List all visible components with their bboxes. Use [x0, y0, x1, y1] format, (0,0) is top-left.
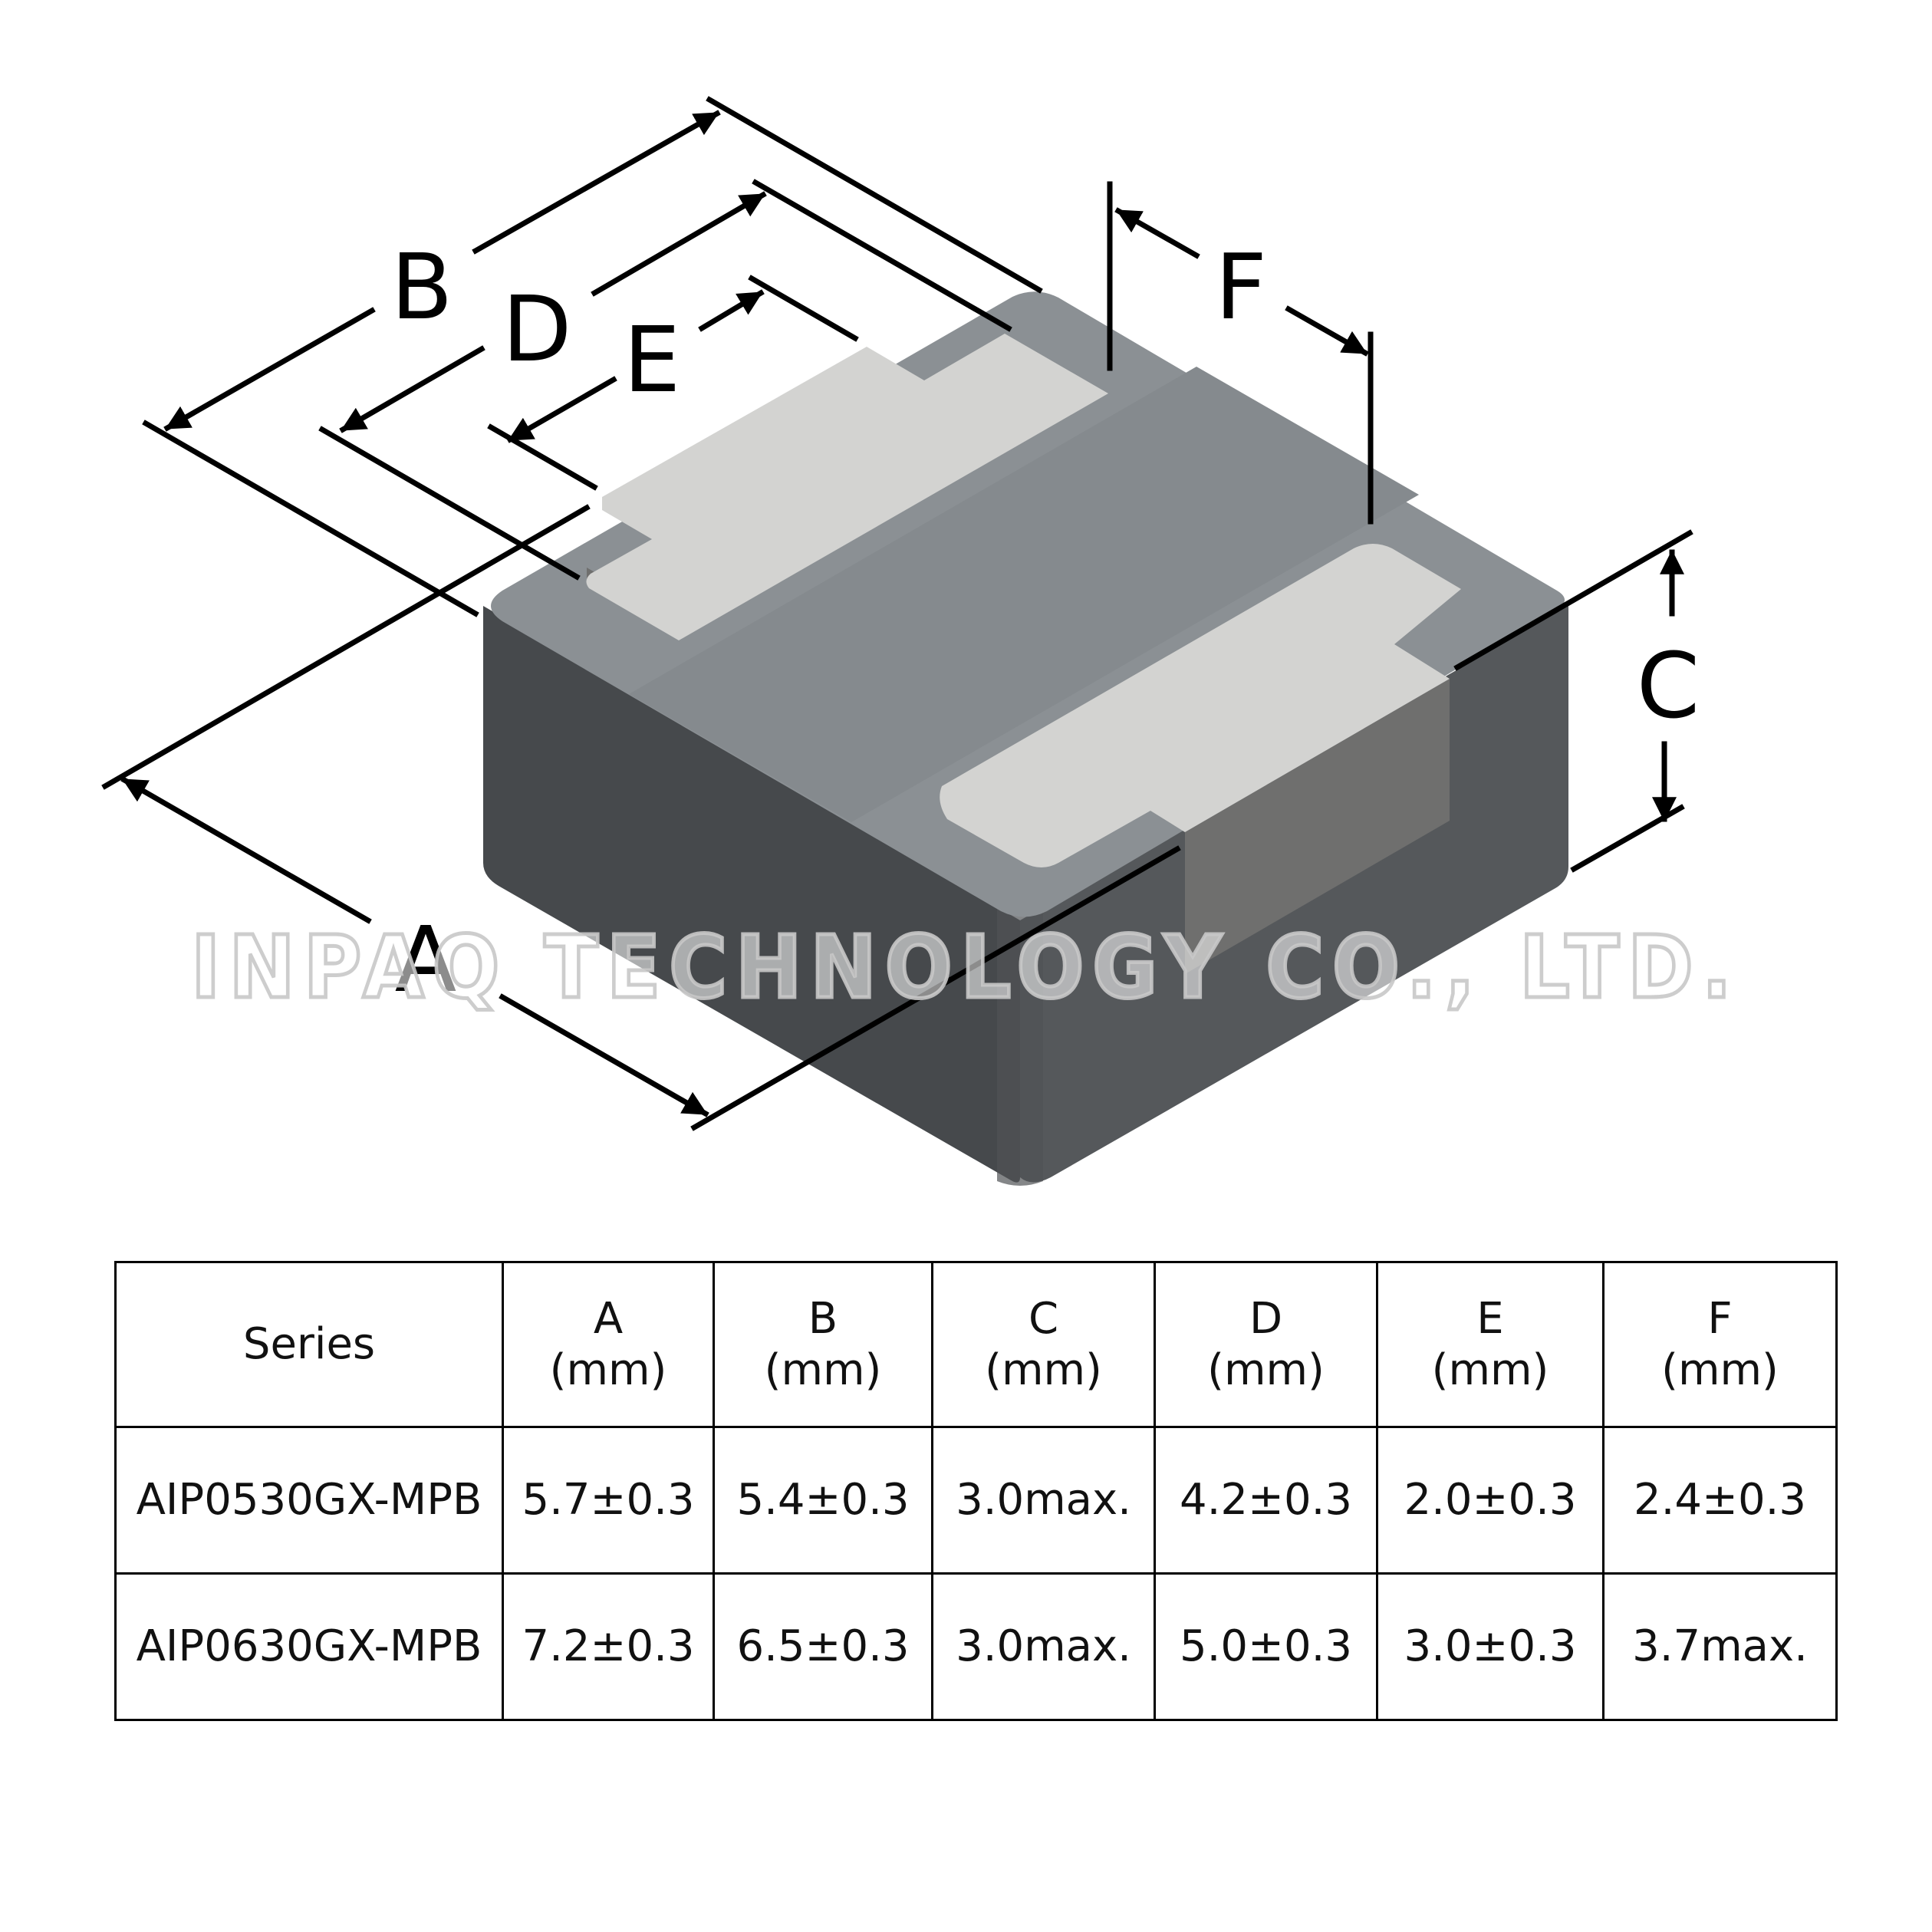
- value-cell-d: 4.2±0.3: [1154, 1426, 1378, 1575]
- value-cell-f: 2.4±0.3: [1602, 1426, 1838, 1575]
- header-unit: (mm): [1661, 1345, 1779, 1395]
- d-extension-right: [752, 179, 1012, 332]
- value-cell-e: 3.0±0.3: [1376, 1572, 1605, 1721]
- value-cell-a: 5.7±0.3: [502, 1426, 715, 1575]
- b-extension-right: [706, 96, 1043, 294]
- value-cell-e: 2.0±0.3: [1376, 1426, 1605, 1575]
- d-dimension-line-2: [591, 191, 767, 297]
- value-cell-c: 3.0max.: [931, 1426, 1156, 1575]
- b-dimension-line-1: [163, 307, 376, 432]
- header-cell-e: E(mm): [1376, 1261, 1605, 1428]
- header-unit: (mm): [549, 1345, 667, 1395]
- f-dimension-line-1: [1114, 207, 1200, 259]
- b-extension-left: [142, 420, 479, 617]
- dimension-label-a: A: [395, 907, 457, 1012]
- header-cell-c: C(mm): [931, 1261, 1156, 1428]
- value-cell-f: 3.7max.: [1602, 1572, 1838, 1721]
- a-extension-left: [101, 504, 591, 790]
- dimension-label-b: B: [391, 234, 453, 340]
- header-name: C: [1028, 1293, 1059, 1344]
- value-cell-a: 7.2±0.3: [502, 1572, 715, 1721]
- watermark-text: INPAQ TECHNOLOGY CO., LTD.: [191, 918, 1740, 1018]
- e-extension-right: [748, 275, 859, 342]
- table-row: AIP0630GX-MPB 7.2±0.3 6.5±0.3 3.0max. 5.…: [114, 1572, 1838, 1721]
- body-corner-edge: [997, 909, 1043, 1186]
- value-cell-d: 5.0±0.3: [1154, 1572, 1378, 1721]
- header-cell-d: D(mm): [1154, 1261, 1378, 1428]
- dimension-label-f: F: [1215, 234, 1267, 340]
- value-cell-b: 5.4±0.3: [713, 1426, 933, 1575]
- header-cell-series: Series: [114, 1261, 504, 1428]
- dimension-label-d: D: [502, 276, 572, 382]
- value-cell-b: 6.5±0.3: [713, 1572, 933, 1721]
- header-name: A: [593, 1293, 624, 1344]
- table-header-row: Series A(mm) B(mm) C(mm) D(mm) E(mm) F(m…: [114, 1261, 1838, 1428]
- body-front-left-face: [483, 606, 1020, 1183]
- series-cell: AIP0630GX-MPB: [114, 1572, 504, 1721]
- dimension-label-c: C: [1637, 633, 1700, 739]
- header-name: F: [1707, 1293, 1733, 1344]
- a-extension-right: [690, 845, 1181, 1131]
- header-unit: (mm): [1431, 1345, 1549, 1395]
- header-name: D: [1249, 1293, 1283, 1344]
- left-terminal-top: [586, 334, 1108, 640]
- e-dimension-line-1: [506, 376, 617, 443]
- b-dimension-line-2: [472, 110, 721, 255]
- header-unit: (mm): [1207, 1345, 1325, 1395]
- header-unit: (mm): [764, 1345, 882, 1395]
- e-extension-left: [487, 423, 598, 491]
- right-terminal: [940, 544, 1461, 974]
- f-dimension-line-2: [1285, 305, 1369, 357]
- header-unit: (mm): [985, 1345, 1102, 1395]
- right-terminal-front: [1185, 679, 1450, 974]
- d-extension-left: [318, 426, 581, 581]
- header-cell-f: F(mm): [1602, 1261, 1838, 1428]
- header-name: E: [1476, 1293, 1504, 1344]
- series-cell: AIP0530GX-MPB: [114, 1426, 504, 1575]
- dimension-label-e: E: [624, 307, 681, 413]
- header-cell-b: B(mm): [713, 1261, 933, 1428]
- c-extension-top: [1453, 529, 1693, 671]
- a-dimension-line-1: [120, 776, 372, 924]
- header-name: B: [808, 1293, 838, 1344]
- dimension-table: Series A(mm) B(mm) C(mm) D(mm) E(mm) F(m…: [114, 1261, 1838, 1721]
- component-drawing: B D E F C A INPAQ TECHNOLOGY CO., LTD.: [101, 96, 1740, 1186]
- body-top-ridge: [629, 367, 1419, 822]
- d-dimension-line-1: [339, 345, 485, 433]
- dimension-lines: [101, 96, 1693, 1131]
- left-terminal: [586, 334, 1108, 640]
- e-dimension-line-2: [698, 289, 765, 332]
- table-row: AIP0530GX-MPB 5.7±0.3 5.4±0.3 3.0max. 4.…: [114, 1426, 1838, 1575]
- value-cell-c: 3.0max.: [931, 1572, 1156, 1721]
- a-dimension-line-2: [499, 993, 709, 1117]
- right-terminal-top: [940, 544, 1461, 867]
- header-cell-a: A(mm): [502, 1261, 715, 1428]
- header-name: Series: [242, 1319, 376, 1370]
